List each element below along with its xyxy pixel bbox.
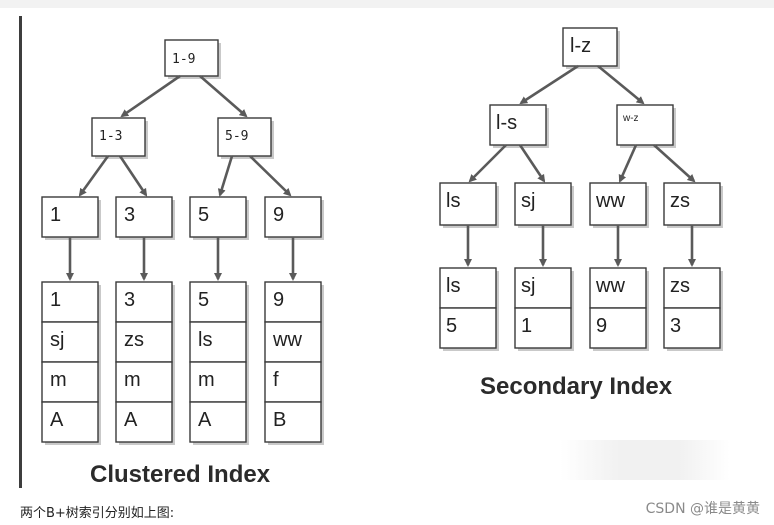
secondary-edge-l2b-2 [653,144,696,183]
secondary-row-cell-4-2 [663,307,721,349]
secondary-internal-label-1: l-s [496,112,517,134]
clustered-row-value-3-3: m [198,369,215,391]
clustered-leaf-node-1 [41,196,99,238]
clustered-root-label: 1-9 [172,52,195,67]
secondary-index-title: Secondary Index [480,373,673,400]
clustered-leaf-label-4: 9 [273,204,284,226]
secondary-root-label: l-z [570,35,591,57]
clustered-row-value-4-2: ww [272,329,302,351]
secondary-row-value-2-2: 1 [521,315,532,337]
clustered-leaf-label-2: 3 [124,204,135,226]
clustered-internal-node-2 [217,117,272,157]
clustered-row-cell-2-1 [115,281,173,323]
clustered-row-value-4-4: B [273,409,286,431]
secondary-leaf-node-1 [439,182,497,226]
clustered-row-cell-4-1 [264,281,322,323]
secondary-edge-root-right [597,64,645,105]
clustered-row-value-4-3: f [273,369,279,391]
secondary-leaf-node-3 [589,182,647,226]
secondary-edge-l2b-1 [618,144,638,183]
csdn-watermark: CSDN @谁是黄黄 [645,501,760,517]
secondary-root-node [562,27,618,67]
clustered-leaf-node-2 [115,196,173,238]
clustered-row-cell-2-2 [115,321,173,363]
clustered-row-value-2-1: 3 [124,289,135,311]
clustered-edge-l2b-2 [249,155,292,197]
clustered-root-node [164,39,219,77]
clustered-row-cell-2-4 [115,401,173,443]
secondary-internal-node-2 [616,104,674,146]
clustered-leaf-label-1: 1 [50,204,61,226]
clustered-internal-label-2: 5-9 [225,129,248,144]
secondary-leaf-label-3: ww [595,190,625,212]
clustered-row-value-1-4: A [50,409,64,431]
secondary-row-cell-3-1 [589,267,647,309]
secondary-row-cell-2-2 [514,307,572,349]
secondary-leaf-node-2 [514,182,572,226]
secondary-row-cell-4-1 [663,267,721,309]
clustered-row-cell-1-3 [41,361,99,403]
clustered-row-value-3-1: 5 [198,289,209,311]
footer-text: 两个B+树索引分别如上图: [20,506,175,521]
secondary-row-value-1-2: 5 [446,315,457,337]
secondary-row-value-3-1: ww [595,275,625,297]
secondary-row-value-3-2: 9 [596,315,607,337]
clustered-row-cell-4-3 [264,361,322,403]
clustered-internal-label-1: 1-3 [99,129,122,144]
clustered-row-value-2-3: m [124,369,141,391]
clustered-edge-root-right [199,75,248,118]
secondary-row-value-2-1: sj [521,275,535,297]
clustered-row-cell-3-3 [189,361,247,403]
secondary-internal-label-2: w-z [622,113,639,124]
secondary-leaf-label-1: ls [446,190,460,212]
secondary-row-cell-3-2 [589,307,647,349]
clustered-edge-root-left [120,74,181,118]
secondary-row-value-4-2: 3 [670,315,681,337]
quote-bar [19,16,22,488]
clustered-row-cell-1-4 [41,401,99,443]
clustered-leaf-node-4 [264,196,322,238]
clustered-leaf-label-3: 5 [198,204,209,226]
clustered-edge-l2a-1 [78,155,110,197]
secondary-row-cell-1-2 [439,307,497,349]
secondary-row-cell-2-1 [514,267,572,309]
clustered-row-value-1-1: 1 [50,289,61,311]
secondary-leaf-label-2: sj [521,190,535,212]
clustered-edge-l2a-2 [118,155,148,197]
secondary-leaf-label-4: zs [670,190,690,212]
secondary-row-value-4-1: zs [670,275,690,297]
clustered-row-value-4-1: 9 [273,289,284,311]
clustered-row-cell-1-1 [41,281,99,323]
image-smudge [560,440,730,480]
clustered-edge-l2b-1 [217,155,234,197]
clustered-row-value-1-3: m [50,369,67,391]
secondary-edge-root-left [519,64,579,105]
secondary-row-cell-1-1 [439,267,497,309]
secondary-row-value-1-1: ls [446,275,460,297]
top-bar [0,0,774,8]
clustered-row-value-1-2: sj [50,329,64,351]
clustered-index-title: Clustered Index [90,461,271,488]
clustered-row-value-3-4: A [198,409,212,431]
secondary-internal-node-1 [489,104,547,146]
clustered-row-value-2-2: zs [124,329,144,351]
secondary-edge-l2a-1 [468,144,507,183]
clustered-row-cell-3-4 [189,401,247,443]
secondary-edge-l2a-2 [518,144,546,183]
clustered-row-cell-2-3 [115,361,173,403]
secondary-leaf-node-4 [663,182,721,226]
clustered-internal-node-1 [91,117,146,157]
clustered-row-value-3-2: ls [198,329,212,351]
clustered-row-cell-1-2 [41,321,99,363]
clustered-row-cell-3-2 [189,321,247,363]
clustered-row-cell-4-4 [264,401,322,443]
clustered-row-value-2-4: A [124,409,138,431]
